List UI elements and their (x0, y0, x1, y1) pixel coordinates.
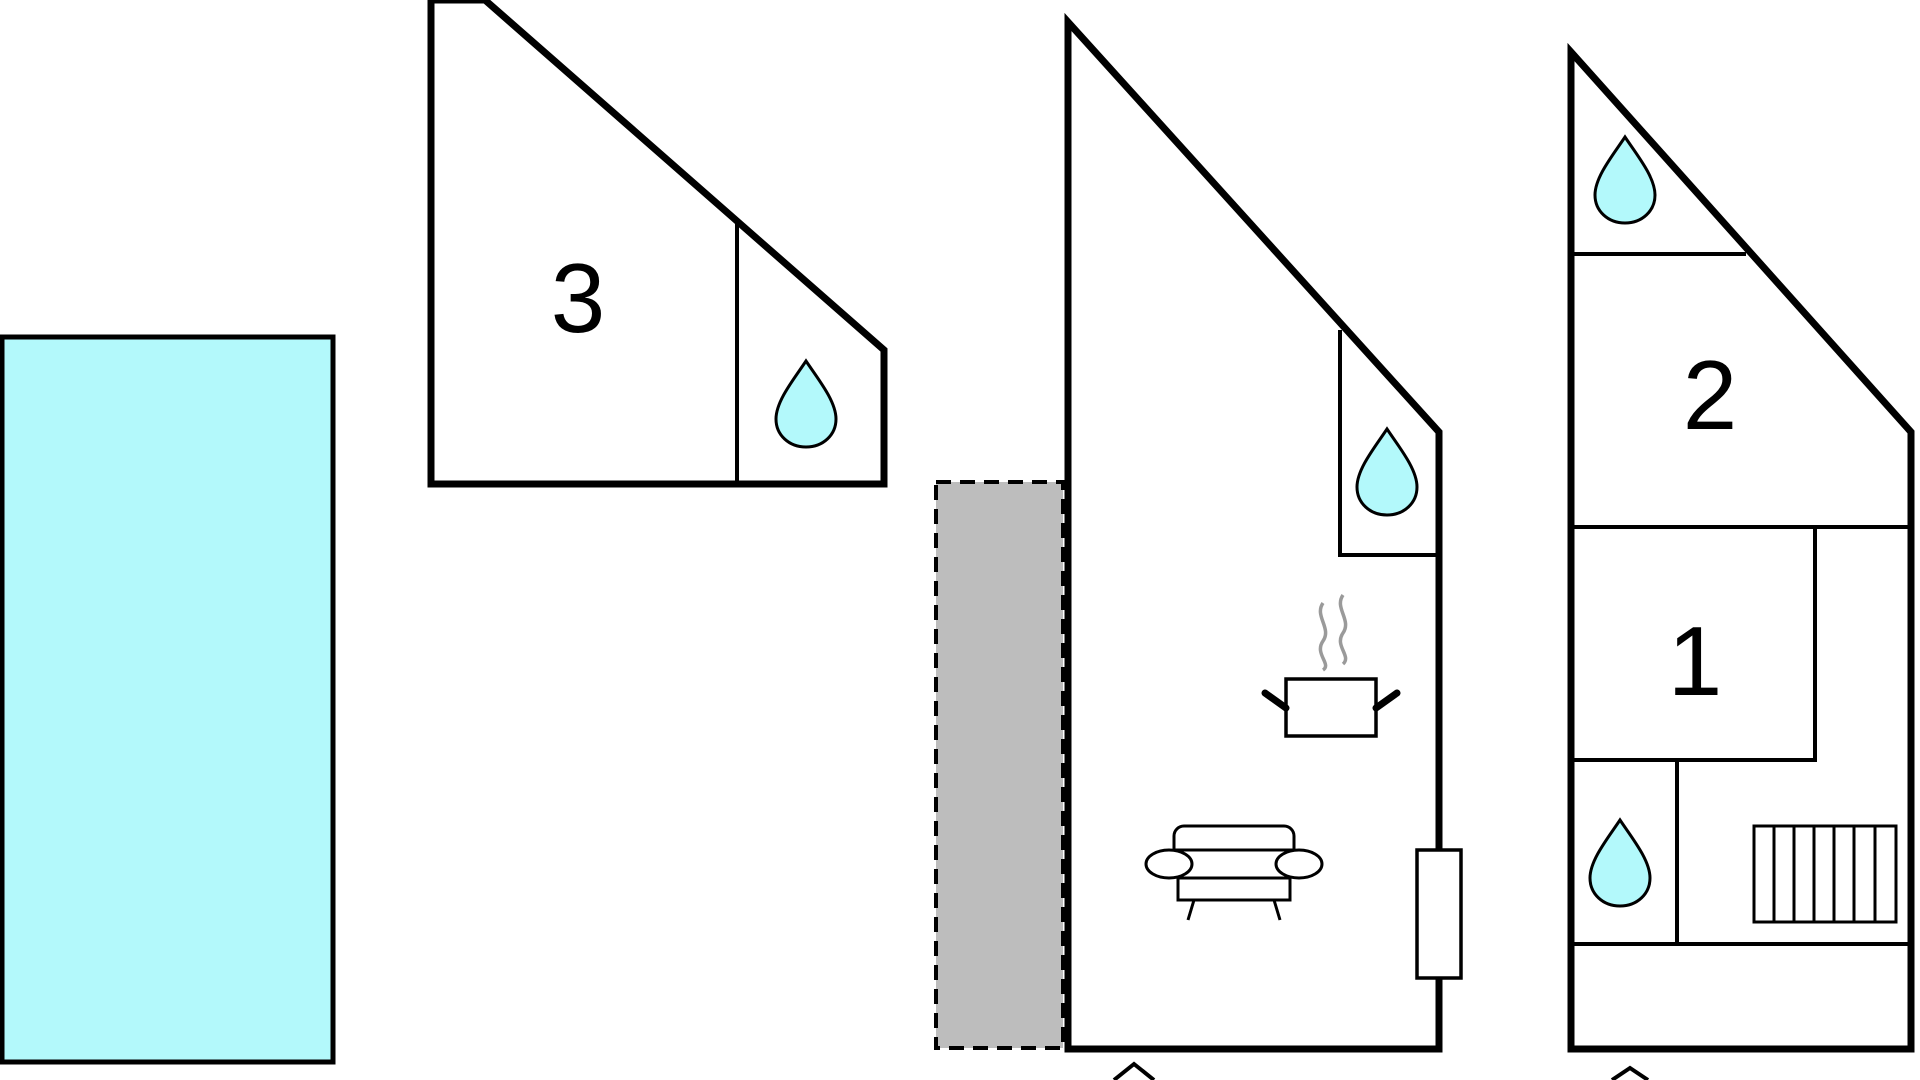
terrace (934, 480, 1065, 1050)
room-number-1: 1 (1668, 606, 1723, 716)
entrance-arrow-icon (1610, 1065, 1650, 1080)
wall-opening (1415, 848, 1463, 980)
swimming-pool (0, 334, 336, 1065)
stairs-icon (1752, 824, 1898, 924)
upper-floor-outline (427, 0, 888, 488)
bathroom-partition (1338, 330, 1436, 557)
water-drop-icon (1355, 427, 1419, 517)
ground-floor-block (1064, 12, 1463, 1080)
first-floor-block: 2 1 (1567, 42, 1915, 1080)
sofa-icon (1144, 824, 1324, 921)
room-number-2: 2 (1683, 340, 1738, 450)
cooking-pot-icon (1261, 594, 1401, 738)
water-drop-icon (1593, 135, 1657, 225)
room-partition (1571, 527, 1817, 762)
water-drop-icon (774, 359, 838, 449)
water-drop-icon (1588, 818, 1652, 908)
upper-floor-block: 3 (427, 0, 888, 488)
entrance-arrow-icon (1112, 1061, 1156, 1080)
first-floor-outline (1567, 42, 1915, 1053)
room-number-3: 3 (551, 243, 606, 353)
ground-floor-outline (1064, 12, 1443, 1053)
